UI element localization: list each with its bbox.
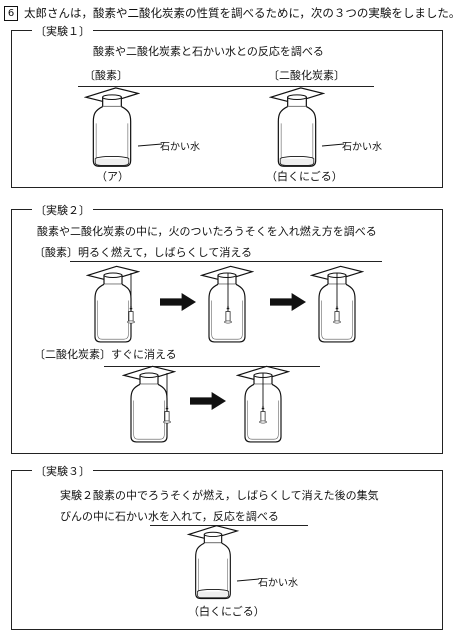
- experiment-1-divider: [78, 86, 374, 87]
- callout-line: [236, 578, 260, 582]
- experiment-1-oxygen-callout: 石かい水: [160, 142, 200, 153]
- experiment-1-co2-result: （白くにごる）: [266, 170, 343, 183]
- experiment-2-box: [11, 209, 443, 454]
- candle-icon: [160, 368, 174, 434]
- candle-icon: [221, 268, 235, 334]
- experiment-3-result: （白くにごる）: [188, 605, 265, 618]
- experiment-1-co2-label: 〔二酸化炭素〕: [268, 69, 345, 82]
- right-arrow-icon: [160, 293, 196, 311]
- experiment-1-co2-callout: 石かい水: [342, 142, 382, 153]
- experiment-2-oxygen-result: 〔酸素〕明るく燃えて，しばらくして消える: [34, 246, 253, 259]
- callout-line: [137, 143, 163, 147]
- experiment-3-callout: 石かい水: [258, 578, 298, 589]
- experiment-3-description-line1: 実験２酸素の中でろうそくが燃え，しばらくして消えた後の集気: [60, 489, 379, 502]
- experiment-1-description: 酸素や二酸化炭素と石かい水との反応を調べる: [93, 45, 324, 58]
- experiment-3-description-line2: びんの中に石かい水を入れて，反応を調べる: [60, 510, 279, 523]
- callout-line: [321, 143, 345, 147]
- right-arrow-icon: [270, 293, 306, 311]
- experiment-2-co2-divider: [104, 366, 320, 367]
- experiment-3-label: 〔実験３〕: [32, 463, 93, 479]
- candle-icon: [256, 368, 270, 434]
- experiment-3-box: [11, 470, 443, 630]
- jar-icon: [186, 524, 240, 602]
- experiment-2-description: 酸素や二酸化炭素の中に，火のついたろうそくを入れ燃え方を調べる: [37, 225, 377, 238]
- experiment-2-oxygen-divider: [70, 261, 382, 262]
- candle-icon: [124, 268, 138, 334]
- experiment-1-label: 〔実験１〕: [32, 23, 93, 39]
- question-number: 6: [4, 6, 18, 21]
- experiment-2-label: 〔実験２〕: [32, 202, 93, 218]
- experiment-1-oxygen-result: （ア）: [96, 170, 129, 183]
- experiment-2-co2-result: 〔二酸化炭素〕すぐに消える: [34, 348, 177, 361]
- experiment-1-box: [11, 30, 443, 188]
- jar-icon: [269, 86, 325, 170]
- candle-icon: [330, 268, 344, 334]
- experiment-3-divider: [150, 525, 308, 526]
- jar-icon: [84, 86, 140, 170]
- right-arrow-icon: [190, 392, 226, 410]
- experiment-1-oxygen-label: 〔酸素〕: [84, 69, 128, 82]
- question-intro: 太郎さんは，酸素や二酸化炭素の性質を調べるために，次の３つの実験をしました。: [24, 6, 453, 20]
